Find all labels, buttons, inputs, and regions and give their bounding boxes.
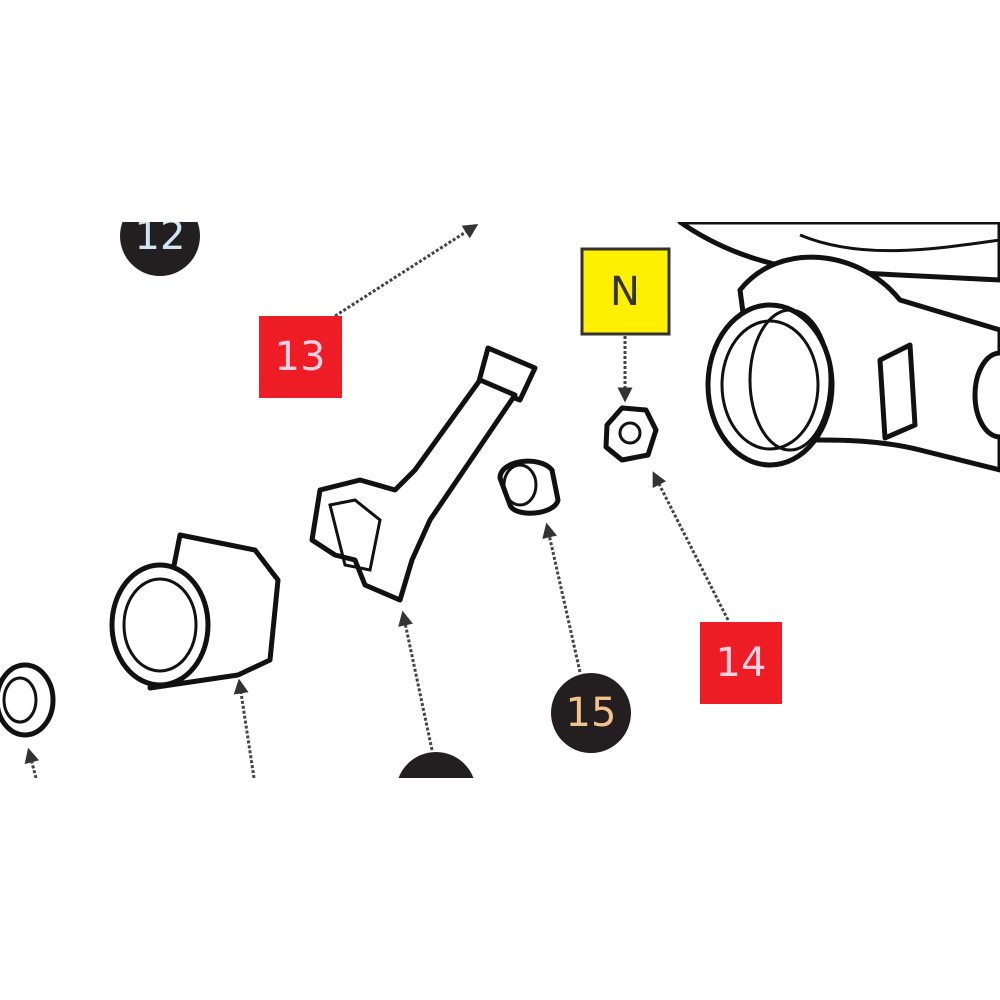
callout-n-label: N	[610, 269, 640, 315]
leader-line-left	[24, 747, 40, 778]
leader-line-15	[542, 522, 582, 673]
control-arm-part	[677, 222, 1000, 473]
bolt-head-part	[0, 662, 56, 738]
leader-line-14	[652, 471, 730, 621]
flange-nut-part	[603, 405, 659, 463]
sleeve-part	[497, 458, 561, 516]
callout-13-label: 13	[275, 334, 326, 380]
callout-bottom[interactable]	[396, 752, 476, 832]
callout-12[interactable]: 12	[120, 196, 200, 276]
leader-line-bottom	[398, 610, 434, 751]
callout-15[interactable]: 15	[551, 673, 631, 753]
callout-14[interactable]: 14	[700, 622, 782, 704]
leader-line-bushing	[233, 678, 256, 778]
callout-13[interactable]: 13	[259, 316, 342, 398]
callout-12-label: 12	[135, 213, 186, 259]
wrench-tool-part	[309, 345, 538, 603]
callout-n[interactable]: N	[580, 247, 671, 336]
bushing-part	[109, 532, 281, 691]
callout-15-label: 15	[566, 690, 617, 736]
callout-14-label: 14	[716, 640, 767, 686]
leader-line-13	[334, 223, 479, 318]
